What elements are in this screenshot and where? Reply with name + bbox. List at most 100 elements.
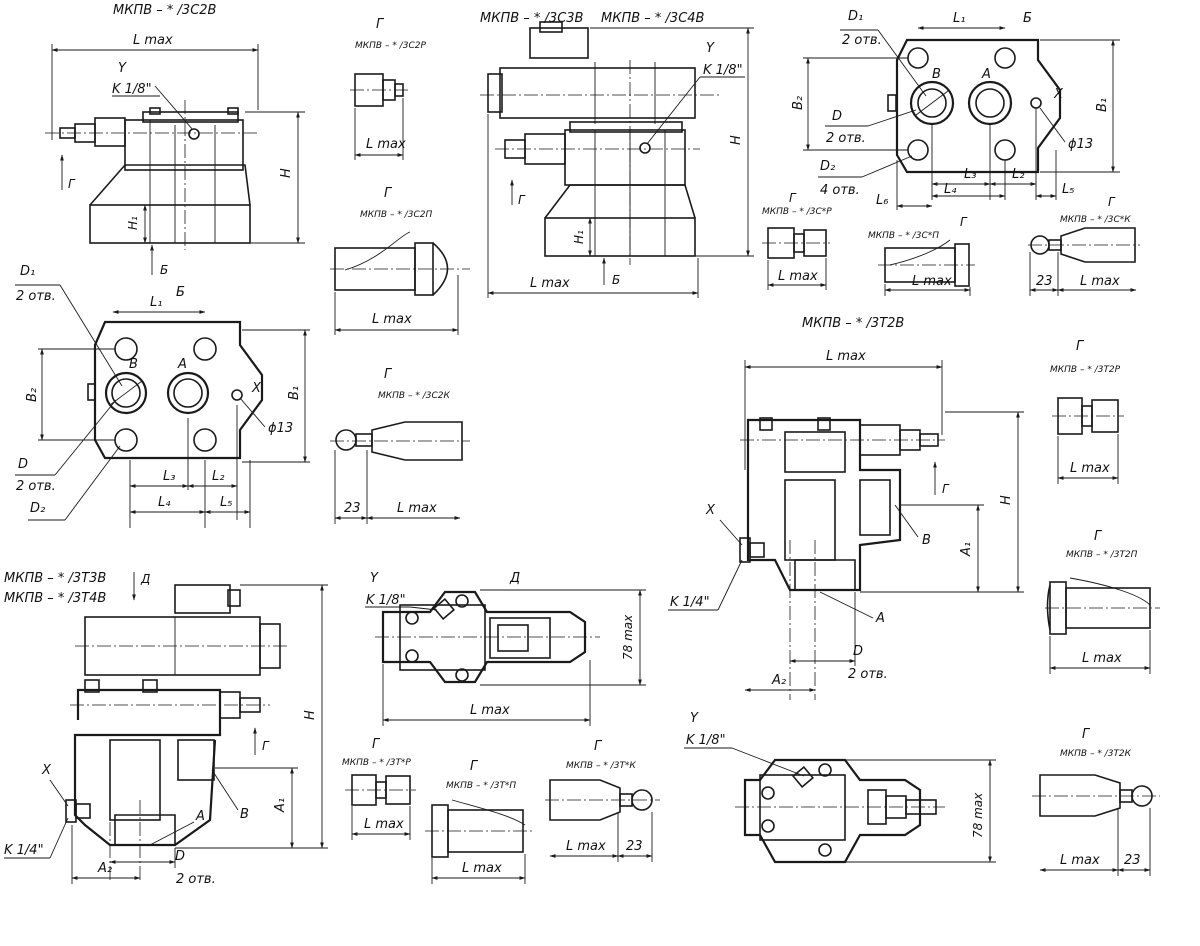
g-3cr: Г xyxy=(789,191,797,205)
h1-3c2v: H₁ xyxy=(126,216,140,230)
l6-right: L₆ xyxy=(876,193,888,208)
arrow-g-3c2v: Г xyxy=(68,177,76,191)
b1-left: B₁ xyxy=(287,386,302,400)
view-b-left: Б B A X ϕ13 L₁ B₁ B₂ D₁ 2 отв. xyxy=(15,264,310,528)
y-3c3v: Y xyxy=(706,41,715,56)
label-3tk: МКПВ – * /3Т*К xyxy=(566,761,636,771)
label-3cp: МКПВ – * /3С*П xyxy=(868,231,939,241)
variant-3cr: Г МКПВ – * /3С*Р L max xyxy=(762,191,832,290)
lmax-3cp: L max xyxy=(912,274,952,289)
h-3c2v: H xyxy=(279,168,294,178)
l2-left: L₂ xyxy=(212,469,224,484)
g-3c2k: Г xyxy=(384,367,393,382)
view-d: Д Y K 1/8" L max 78 max xyxy=(365,571,646,726)
variant-3tp: Г МКПВ – * /3Т*П L max xyxy=(425,759,532,884)
title-3t2v: МКПВ – * /3Т2В xyxy=(802,316,904,331)
a1-3t3v: A₁ xyxy=(273,798,288,813)
d1-right: D₁ xyxy=(848,9,863,24)
view-3c3v-3c4v: МКПВ – * /3С3В МКПВ – * /3С4В L max H xyxy=(480,11,754,298)
title-3t4v: МКПВ – * /3Т4В xyxy=(4,591,106,606)
y-3t2v-top: Y xyxy=(690,711,699,726)
k14-3t2v: K 1/4" xyxy=(670,595,710,610)
lmax-3t2v: L max xyxy=(826,349,866,364)
y-view-d: Y xyxy=(370,571,379,586)
arrow-g-3t2v: Г xyxy=(942,482,950,496)
two-holes-right-top: 2 отв. xyxy=(842,33,882,48)
two-holes-3t2v: 2 отв. xyxy=(848,667,888,682)
dim23-3t2k: 23 xyxy=(1124,853,1141,868)
port-b-3t2v: B xyxy=(922,533,931,548)
k18-3c3v: K 1/8" xyxy=(703,63,743,78)
lmax-3c3v: L max xyxy=(530,276,570,291)
port-b-3t3v: B xyxy=(240,807,249,822)
l1-left: L₁ xyxy=(150,295,162,310)
view-3t2v: МКПВ – * /3Т2В L max H A₁ A₂ xyxy=(668,316,1024,700)
port-a-3t2v: A xyxy=(875,611,885,626)
view-3c2v: МКПВ – * /3С2В L max H H₁ Y K 1/8" xyxy=(45,3,305,277)
lmax-3t2r: L max xyxy=(1070,461,1110,476)
d-left: D xyxy=(18,457,28,472)
k18-3c2v: K 1/8" xyxy=(112,82,152,97)
g-3c2p: Г xyxy=(384,186,393,201)
view-b-right-title: Б xyxy=(1023,11,1032,26)
lmax-3c2v: L max xyxy=(133,33,173,48)
lmax-3ck: L max xyxy=(1080,274,1120,289)
variant-3tk: Г МКПВ – * /3Т*К L max 23 xyxy=(545,739,660,862)
label-3ck: МКПВ – * /3С*К xyxy=(1060,215,1131,225)
b1-right: B₁ xyxy=(1095,98,1110,112)
lmax-3tk: L max xyxy=(566,839,606,854)
label-3t2k: МКПВ – * /3Т2К xyxy=(1060,749,1132,759)
two-holes-right-mid: 2 отв. xyxy=(826,131,866,146)
g-3tp: Г xyxy=(470,759,479,774)
view-3t2v-top: Y K 1/8" 78 max xyxy=(684,711,996,864)
b2-right: B₂ xyxy=(791,96,806,110)
d-3t3v: D xyxy=(175,849,185,864)
arrow-b-3c3v: Б xyxy=(612,273,620,287)
d13-left: ϕ13 xyxy=(268,421,293,436)
view-b-right: Б B A X ϕ13 L₁ B₁ B₂ D₁ 2 отв. xyxy=(791,9,1120,210)
dim78-view-d: 78 max xyxy=(621,614,635,660)
two-holes-left-mid: 2 отв. xyxy=(16,479,56,494)
port-x-3t2v: X xyxy=(705,503,716,518)
variant-3t2p: Г МКПВ – * /3Т2П L max xyxy=(1045,529,1160,674)
a1-3t2v: A₁ xyxy=(959,542,974,557)
view-b-title: Б xyxy=(176,285,185,300)
label-3t2r: МКПВ – * /3Т2Р xyxy=(1050,365,1121,375)
arrow-g-3t3v: Г xyxy=(262,739,270,753)
variant-3cp: Г МКПВ – * /3С*П L max xyxy=(868,215,975,296)
port-a-3t3v: A xyxy=(195,809,205,824)
h-3t3v: H xyxy=(303,710,318,720)
label-3tp: МКПВ – * /3Т*П xyxy=(446,781,516,791)
l4-right: L₄ xyxy=(944,182,957,197)
k18-view-d: K 1/8" xyxy=(366,593,406,608)
label-3c2r: МКПВ – * /3С2Р xyxy=(355,41,426,51)
label-3c2k: МКПВ – * /3С2К xyxy=(378,391,450,401)
d-3t2v: D xyxy=(853,644,863,659)
lmax-3t2p: L max xyxy=(1082,651,1122,666)
lmax-3t2k: L max xyxy=(1060,853,1100,868)
d1-left: D₁ xyxy=(20,264,35,279)
a2-3t2v: A₂ xyxy=(771,673,786,688)
dim23-3tk: 23 xyxy=(626,839,643,854)
y-3c2v: Y xyxy=(118,61,127,76)
lmax-3c2k: L max xyxy=(397,501,437,516)
g-3tr: Г xyxy=(372,737,381,752)
d-right: D xyxy=(832,109,842,124)
lmax-3tr: L max xyxy=(364,817,404,832)
h-3c3v: H xyxy=(729,135,744,145)
d2-right: D₂ xyxy=(820,159,835,174)
two-holes-left-top: 2 отв. xyxy=(16,289,56,304)
g-3tk: Г xyxy=(594,739,603,754)
dim23-3c2k: 23 xyxy=(344,501,361,516)
d2-left: D₂ xyxy=(30,501,45,516)
label-3c2p: МКПВ – * /3С2П xyxy=(360,210,432,220)
variant-3t2k: Г МКПВ – * /3Т2К L max 23 xyxy=(1032,727,1160,876)
two-holes-3t3v: 2 отв. xyxy=(176,872,216,887)
g-3c2r: Г xyxy=(376,17,385,32)
l3-left: L₃ xyxy=(163,469,175,484)
l3-right: L₃ xyxy=(964,167,976,182)
four-holes-right: 4 отв. xyxy=(820,183,860,198)
dim78-3t2v-top: 78 max xyxy=(971,792,985,838)
